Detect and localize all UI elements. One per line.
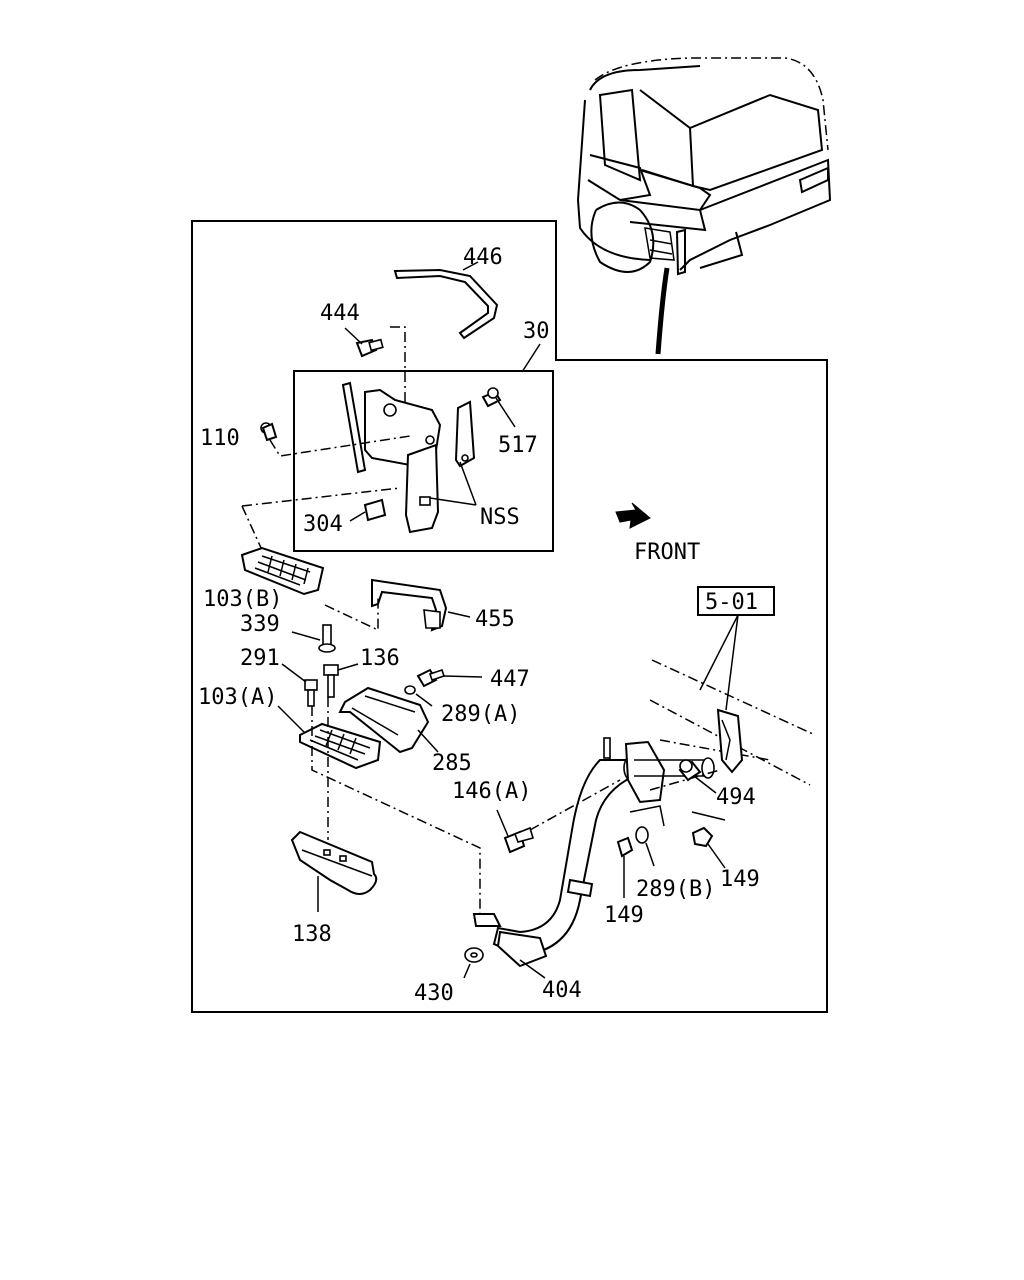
callout-404: 404 [542,978,582,1003]
part-103b-step [240,546,325,596]
truck-cab-icon [576,57,832,355]
callout-136: 136 [360,646,400,671]
part-339-pin [318,624,336,653]
callout-304: 304 [303,512,343,537]
front-arrow-icon [615,502,651,529]
callout-291: 291 [240,646,280,671]
part-446-rod [393,268,499,340]
callout-110: 110 [200,426,240,451]
callout-103b: 103(B) [203,587,282,612]
part-149-nut-left [616,836,634,858]
part-517-bolt [481,387,502,408]
part-149-nut-right [691,826,714,848]
callout-nss: NSS [480,505,520,530]
callout-103a: 103(A) [198,685,277,710]
callout-289b: 289(B) [636,877,715,902]
callout-444: 444 [320,301,360,326]
part-289a-washer [404,685,416,695]
front-label: FRONT [634,540,700,565]
part-304-clip [363,498,387,522]
part-291-bolt [304,679,318,707]
callout-455: 455 [475,607,515,632]
callout-430: 430 [414,981,454,1006]
bracket-assembly [341,381,476,534]
callout-289a: 289(A) [441,702,520,727]
callout-339: 339 [240,612,280,637]
callout-30: 30 [523,319,550,344]
callout-146a: 146(A) [452,779,531,804]
part-138-cover [290,830,378,895]
diagram-frame [191,220,828,1013]
reference-box[interactable] [697,586,775,616]
part-494-bolt [678,759,702,782]
part-146a-bolt [503,826,535,854]
part-285-bracket [338,686,430,754]
callout-446: 446 [463,245,503,270]
reference-box-label[interactable]: 5-01 [705,590,758,615]
part-289b-washer [635,826,649,844]
callout-447: 447 [490,667,530,692]
callout-138: 138 [292,922,332,947]
callout-149-left: 149 [604,903,644,928]
callout-517: 517 [498,433,538,458]
part-136-bolt [323,664,339,698]
callout-149-right: 149 [720,867,760,892]
part-103a-step [299,722,382,770]
callout-285: 285 [432,751,472,776]
part-430-nut [464,947,484,963]
part-455-bracket [371,578,448,632]
part-110-screw [260,422,278,442]
callout-494: 494 [716,785,756,810]
sub-assembly-box [293,370,554,552]
part-447-bolt [416,668,446,688]
